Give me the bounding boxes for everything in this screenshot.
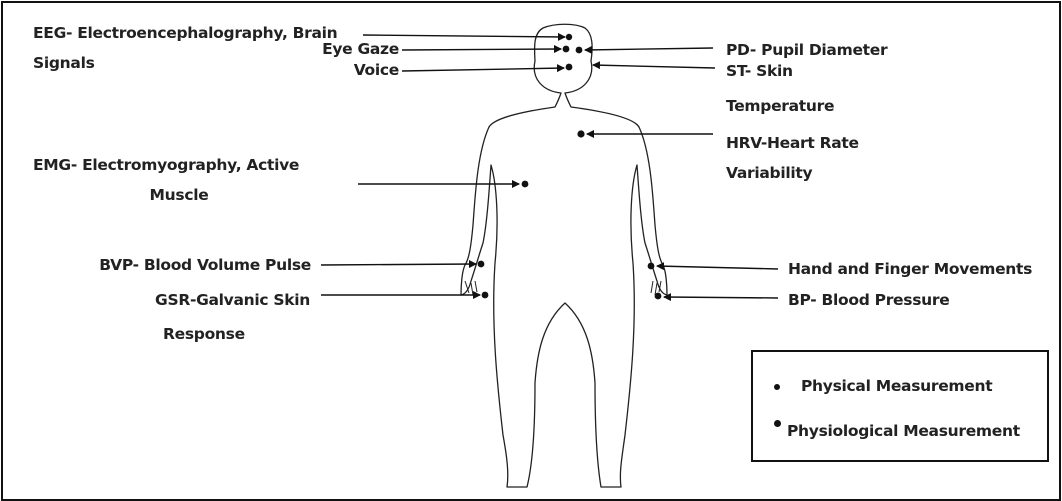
muscle-dot [522,181,529,188]
bp-label: BP- Blood Pressure [788,285,949,315]
hrv-label-line2: Variability [726,158,812,188]
heart-dot [577,130,584,137]
gsr-label-line1: GSR-Galvanic Skin [43,285,310,315]
st-label-line1: ST- Skin [726,56,793,86]
emg-label-line1: EMG- Electromyography, Active [33,150,299,180]
voice-dot [566,64,573,71]
eeg-label-line2: Signals [33,48,95,78]
pd-arrow [585,48,713,50]
eye-gaze-arrow [402,49,561,50]
st-arrow [593,65,715,68]
st-label-line2: Temperature [726,91,834,121]
human-body-outline [461,24,667,487]
legend-row-physiological: Physiological Measurement [753,414,1047,444]
bp-dot [655,293,662,300]
gsr-dot [482,292,489,299]
legend-physical-label: Physical Measurement [801,371,992,401]
emg-label-line2: Muscle [33,180,325,210]
eeg-sensor-dot [566,34,572,40]
physical-marker [774,384,780,390]
bvp-dot [478,261,485,268]
hrv-label-line1: HRV-Heart Rate [726,128,859,158]
legend-physiological-label: Physiological Measurement [787,416,1020,446]
hand-dot [648,263,655,270]
hand-arrow [657,266,778,269]
legend-row-physical: Physical Measurement [753,371,1047,401]
physiological-marker [774,420,781,427]
gsr-label-line2: Response [163,319,245,349]
bp-arrow [664,297,778,298]
pupil-dot [576,47,583,54]
hand-label: Hand and Finger Movements [788,254,1032,284]
voice-arrow [402,68,564,71]
legend: Physical Measurement Physiological Measu… [751,350,1049,462]
bvp-label: BVP- Blood Volume Pulse [43,250,311,280]
bvp-arrow [321,264,476,265]
eye-gaze-dot [563,46,570,53]
voice-label: Voice [273,55,399,85]
sensor-dots [478,34,662,300]
